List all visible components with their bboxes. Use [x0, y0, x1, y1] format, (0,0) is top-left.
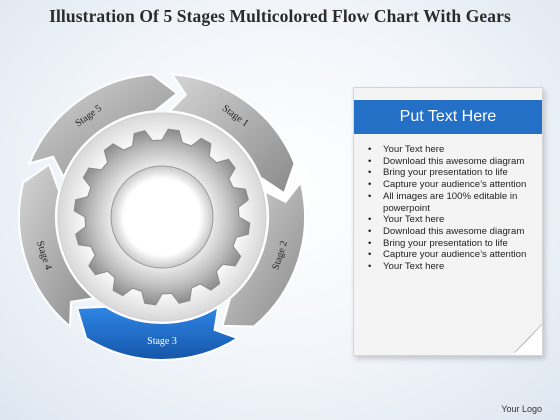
stage-arrow-3	[75, 304, 241, 361]
list-item: Your Text here	[366, 214, 536, 226]
list-item: Your Text here	[366, 261, 536, 273]
list-item: Your Text here	[366, 144, 536, 156]
stage-label-3: Stage 3	[147, 336, 177, 347]
stage-arrow-4	[18, 162, 97, 329]
panel-header: Put Text Here	[354, 100, 542, 134]
footer-logo: Your Logo	[501, 404, 542, 414]
text-panel: Put Text Here Your Text here Download th…	[353, 87, 543, 356]
gear-center-hole	[110, 165, 214, 269]
list-item: Bring your presentation to life	[366, 167, 536, 179]
list-item: Bring your presentation to life	[366, 238, 536, 250]
list-item: All images are 100% editable in powerpoi…	[366, 191, 536, 214]
stage-arrow-2	[221, 180, 306, 328]
list-item: Download this awesome diagram	[366, 156, 536, 168]
stage-arrow-1	[167, 73, 296, 195]
list-item: Capture your audience’s attention	[366, 249, 536, 261]
list-item: Download this awesome diagram	[366, 226, 536, 238]
stage-arrow-5	[27, 73, 179, 180]
list-item: Capture your audience’s attention	[366, 179, 536, 191]
page-title: Illustration Of 5 Stages Multicolored Fl…	[49, 6, 511, 26]
panel-bullet-list: Your Text here Download this awesome dia…	[366, 144, 536, 273]
page-curl-icon	[512, 324, 542, 355]
